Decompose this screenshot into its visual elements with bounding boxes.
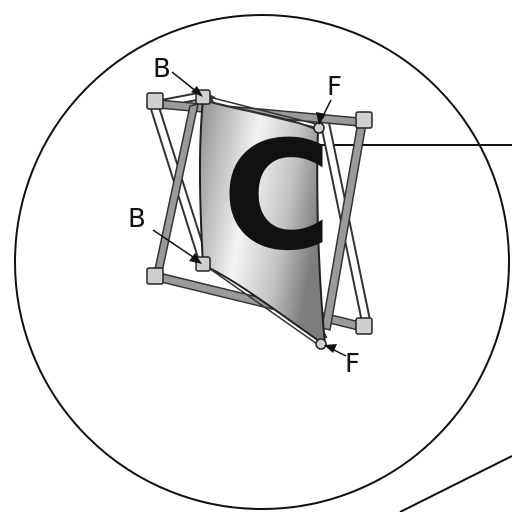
panel-letter: C [222, 110, 332, 284]
leader-b-lower [152, 229, 197, 260]
arrowhead-b-upper [191, 86, 203, 97]
label-f-upper: F [327, 72, 342, 102]
connector-hubs [146, 89, 373, 350]
leader-b-upper [171, 71, 198, 93]
arrowhead-f-upper [316, 112, 326, 125]
tension-cords [202, 95, 321, 347]
detail-circle [14, 14, 510, 510]
arrowhead-b-lower [189, 253, 202, 264]
callout-line-lower [399, 455, 512, 512]
label-b-upper: B [153, 54, 171, 84]
arrowhead-f-lower [324, 344, 337, 353]
label-b-lower: B [128, 204, 146, 234]
label-f-lower: F [345, 349, 360, 379]
